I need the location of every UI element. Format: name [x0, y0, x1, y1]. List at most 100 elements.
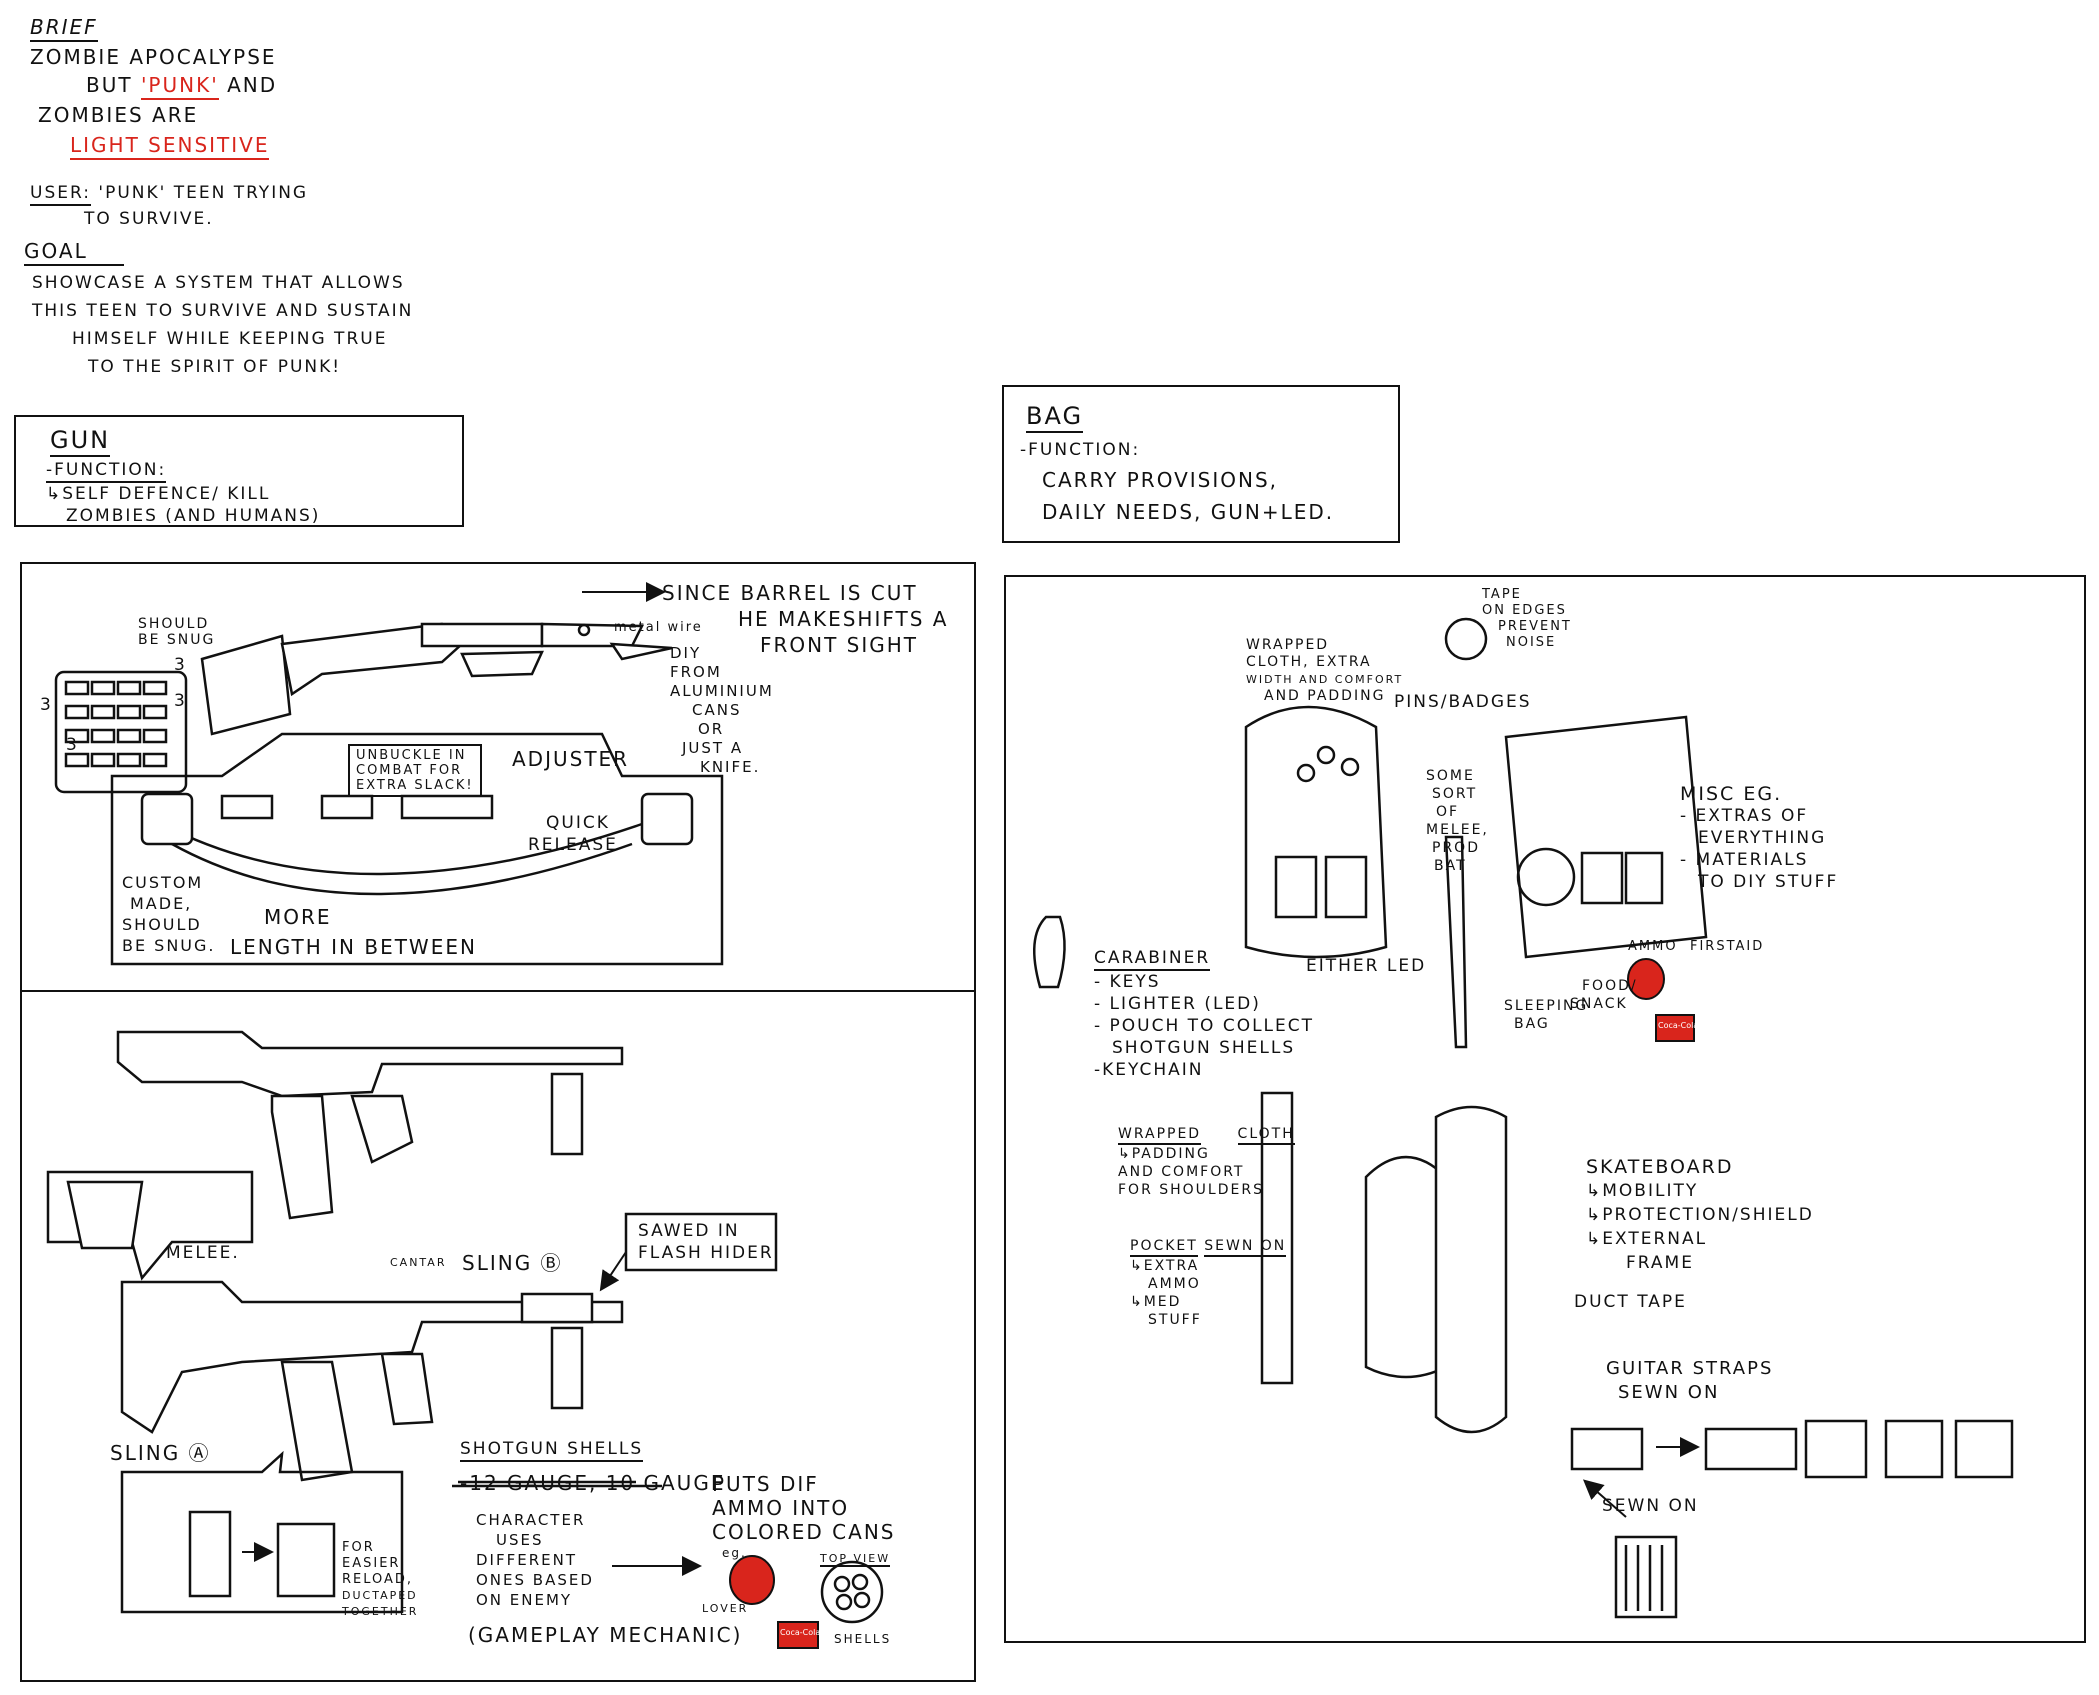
misc-line-3: EVERYTHING: [1698, 828, 1827, 848]
sling-a-label: SLING Ⓐ: [110, 1441, 211, 1465]
pocket-line-4: AMMO: [1148, 1276, 1201, 1292]
shell-holder-cuff: [54, 670, 188, 794]
shells-heading: SHOTGUN SHELLS: [460, 1438, 644, 1462]
carabiner-keychain: -KEYCHAIN: [1094, 1060, 1204, 1080]
sawed-line-2: FLASH HIDER: [638, 1243, 774, 1263]
gun-bottom-drawing: [46, 1030, 884, 1649]
gun-function-label: -FUNCTION:: [46, 459, 167, 483]
easier-line-2: EASIER: [342, 1556, 401, 1571]
can-label-gun: Coca-Cola: [780, 1628, 821, 1637]
sewn-on-patch: [1582, 1479, 1678, 1619]
wrapped-cloth-note: WRAPPED CLOTH, EXTRA WIDTH AND COMFORT A…: [1246, 637, 1403, 705]
gun-function-box: GUN -FUNCTION: ↳SELF DEFENCE/ KILL ZOMBI…: [14, 415, 464, 527]
user-text-1: 'PUNK' TEEN TRYING: [98, 183, 309, 203]
tape-line-2: ON EDGES: [1482, 603, 1567, 618]
bag-function-1: CARRY PROVISIONS,: [1042, 468, 1279, 492]
diy-line-3: ALUMINIUM: [670, 682, 774, 700]
unbuckle-line-3: EXTRA SLACK!: [356, 778, 474, 793]
diy-line-5: OR: [698, 720, 725, 738]
colored-can: [729, 1555, 819, 1649]
wrapped2-line-5: FOR SHOULDERS: [1118, 1182, 1264, 1198]
brief-light-sensitive: LIGHT SENSITIVE: [70, 132, 270, 160]
easier-reload-note: FOR EASIER RELOAD, DUCTAPED TOGETHER: [342, 1540, 418, 1620]
adjuster-label: ADJUSTER: [512, 747, 630, 771]
wrapped-line-4: AND PADDING: [1264, 688, 1386, 704]
sleeping-line-2: BAG: [1514, 1016, 1550, 1032]
smiley-badge: [1444, 617, 1488, 661]
more-line-1: MORE: [264, 905, 332, 929]
some-line-3: OF: [1436, 804, 1460, 820]
tape-line-4: NOISE: [1506, 635, 1557, 650]
unbuckle-line-1: UNBUCKLE IN: [356, 748, 467, 763]
carabiner: [1033, 915, 1066, 989]
more-line-2: LENGTH IN BETWEEN: [230, 935, 477, 959]
ammo-label: AMMO: [1628, 939, 1678, 954]
carabiner-label: CARABINER: [1094, 947, 1211, 971]
brief-line-3: ZOMBIES ARE: [38, 103, 199, 127]
easier-line-3: RELOAD,: [342, 1572, 414, 1587]
diy-note: DIY FROM ALUMINIUM CANS OR JUST A KNIFE.: [670, 644, 790, 777]
brief-and: AND: [227, 73, 278, 97]
misc-line-5: TO DIY STUFF: [1698, 872, 1839, 892]
brief-section: BRIEF ZOMBIE APOCALYPSE BUT 'PUNK' AND Z…: [24, 10, 444, 377]
quick-release-label: QUICK RELEASE: [528, 812, 618, 856]
gun-panel-bottom: MELEE. CANTAR SLING Ⓑ SAWED IN FLASH HID…: [20, 992, 976, 1682]
skate-line-1: SKATEBOARD: [1586, 1156, 1734, 1178]
sewn-on-label: SEWN ON: [1602, 1496, 1699, 1516]
custom-line-3: SHOULD: [122, 915, 202, 934]
gun-function-1: ↳SELF DEFENCE/ KILL: [46, 484, 271, 504]
skate-line-2: ↳MOBILITY: [1586, 1181, 1699, 1201]
pocket-line-6: STUFF: [1148, 1312, 1202, 1328]
reload-callout: [120, 1450, 404, 1614]
skate-line-4: ↳EXTERNAL: [1586, 1229, 1708, 1249]
backpack-skateboard: [1364, 1105, 1508, 1434]
tape-line-3: PREVENT: [1498, 619, 1572, 634]
char-line-2: USES: [496, 1531, 544, 1549]
wrapped-line-2: CLOTH, EXTRA: [1246, 654, 1372, 670]
melee-bat-note: SOME SORT OF MELEE, PROD BAT: [1426, 767, 1489, 875]
puts-line-3: COLORED CANS: [712, 1520, 896, 1544]
shotgun-modified: [120, 1280, 624, 1482]
bag-function-label: -FUNCTION:: [1020, 440, 1141, 460]
wrapped2-line-3: ↳PADDING: [1118, 1146, 1210, 1162]
pocket-line-5: ↳MED: [1130, 1294, 1182, 1310]
sawed-callout: [599, 1212, 778, 1292]
can-label-bag: Coca-Cola: [1658, 1021, 1699, 1030]
lover-label: LOVER: [702, 1602, 749, 1615]
num-3-b: 3: [174, 655, 187, 675]
carabiner-keys: - KEYS: [1094, 972, 1161, 992]
misc-note: MISC eg. - EXTRAS OF EVERYTHING - MATERI…: [1680, 783, 1838, 893]
duct-tape-label: DUCT TAPE: [1574, 1292, 1687, 1312]
guitar-straps-note: GUITAR STRAPS SEWN ON: [1606, 1357, 1773, 1405]
easier-line-4: DUCTAPED: [342, 1589, 418, 1602]
unbuckle-line-2: COMBAT FOR: [356, 763, 463, 778]
gameplay-label: (GAMEPLAY MECHANIC): [468, 1623, 743, 1647]
sawed-note: SAWED IN FLASH HIDER: [638, 1220, 774, 1264]
bag-title: BAG: [1026, 401, 1084, 433]
carabiner-lighter: - LIGHTER (LED): [1094, 994, 1261, 1014]
misc-line-2: - EXTRAS OF: [1680, 806, 1809, 826]
bag-drawing: [1033, 617, 2014, 1619]
shotgun-clean: [116, 1030, 624, 1220]
gun-panel-top: SHOULD BE SNUG 3 3 3 3 SINCE BARREL IS C…: [20, 562, 976, 992]
carabiner-pouch-2: SHOTGUN SHELLS: [1112, 1038, 1296, 1058]
guitar-line-1: GUITAR STRAPS: [1606, 1358, 1774, 1379]
char-line-1: CHARACTER: [476, 1511, 586, 1529]
sling-diagram: [110, 732, 724, 966]
gun-title: GUN: [50, 425, 111, 457]
bat-drawing: [1444, 835, 1468, 1049]
pocket-note: POCKET SEWN ON ↳EXTRA AMMO ↳MED STUFF: [1130, 1237, 1287, 1329]
easier-line-5: TOGETHER: [342, 1605, 419, 1618]
food-line-2: SNACK: [1570, 996, 1628, 1012]
backpack-front: [1244, 705, 1388, 959]
shells-top-view: [820, 1560, 884, 1624]
custom-line-4: BE SNUG.: [122, 936, 216, 955]
guitar-line-2: SEWN ON: [1618, 1382, 1720, 1403]
metal-wire-note: metal wire: [614, 620, 703, 635]
some-line-2: SORT: [1432, 786, 1478, 802]
barrel-note-3: FRONT SIGHT: [760, 633, 919, 657]
quick-line-2: RELEASE: [528, 835, 618, 855]
custom-line-1: CUSTOM: [122, 873, 204, 892]
misc-line-4: - MATERIALS: [1680, 850, 1809, 870]
brief-line-2: BUT 'PUNK' AND: [86, 72, 277, 100]
